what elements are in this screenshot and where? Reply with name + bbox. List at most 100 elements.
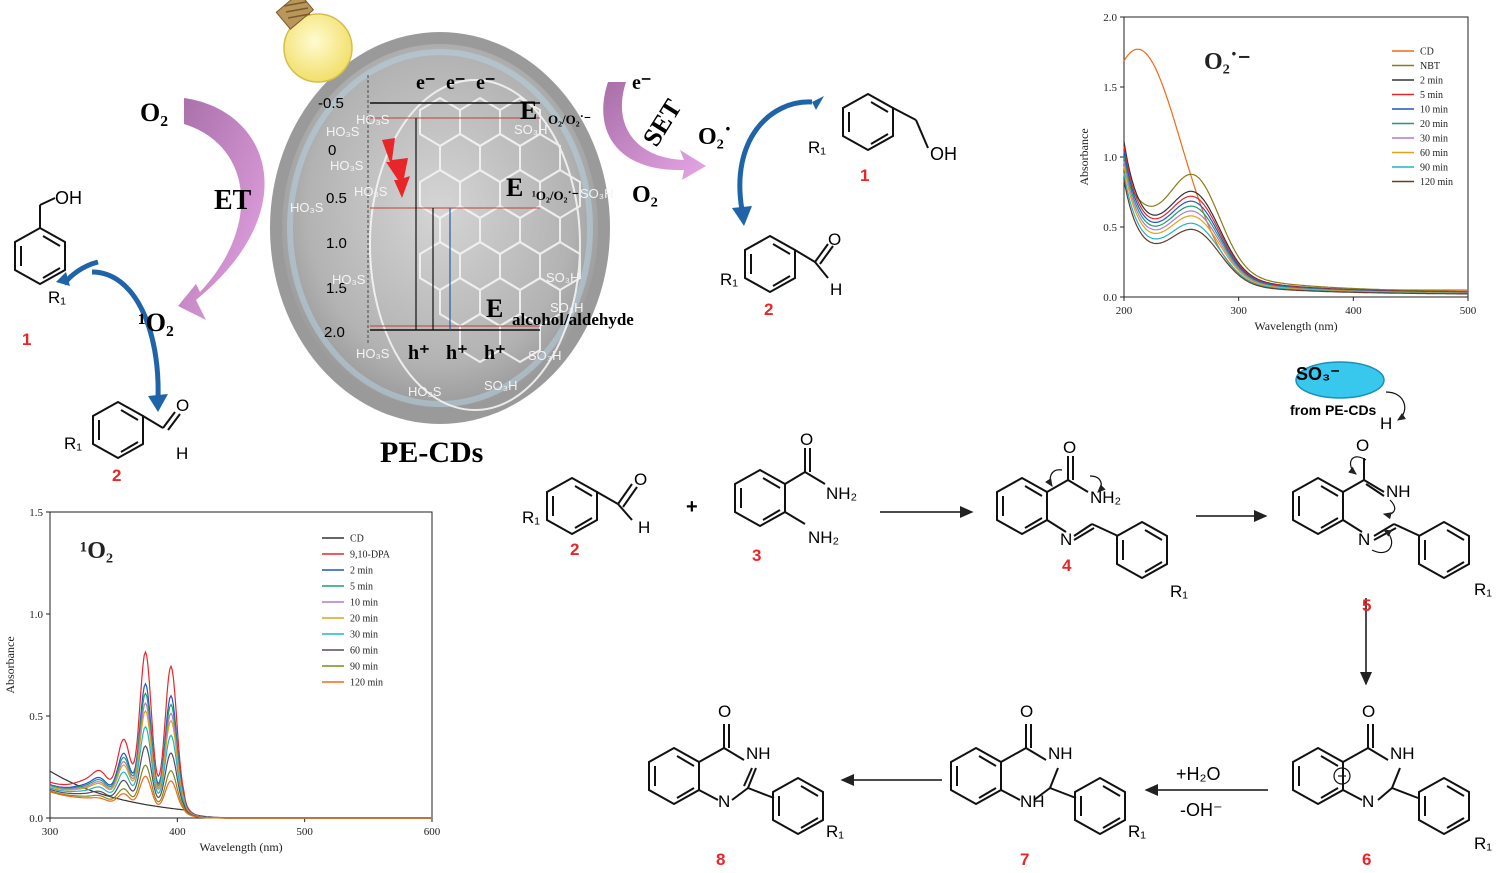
- r1-label: R₁: [48, 288, 67, 307]
- r1-label: R₁: [522, 508, 541, 527]
- surface-group: HO₃S: [330, 158, 364, 173]
- r1-label: R₁: [1128, 822, 1147, 841]
- electron-2: e⁻: [446, 72, 466, 94]
- right-blue-arrow: [732, 96, 824, 226]
- o2-left-label: O₂: [140, 98, 169, 127]
- electron-label: e⁻: [632, 72, 652, 94]
- o-label: O: [176, 396, 190, 415]
- et-arrow: [178, 98, 265, 320]
- sulfonate-badge: [1295, 361, 1385, 399]
- scale-tick: 0: [328, 142, 337, 159]
- compound-number: 2: [764, 300, 774, 319]
- nh-label: NH: [1020, 792, 1045, 811]
- compound-number: 2: [112, 466, 122, 485]
- x-axis-label: Wavelength (nm): [199, 840, 282, 854]
- compound-number: 4: [1062, 556, 1072, 575]
- surface-group: HO₃S: [290, 200, 324, 215]
- h-label: H: [830, 280, 843, 299]
- o2-right-label: O₂: [632, 182, 658, 208]
- o-label: O: [1020, 702, 1034, 721]
- et-label: ET: [214, 185, 252, 216]
- legend-label: 120 min: [1420, 177, 1453, 188]
- y-tick-label: 1.5: [29, 507, 43, 519]
- y-tick-label: 0.5: [1103, 222, 1117, 234]
- r1-label: R₁: [1474, 834, 1493, 853]
- nh-label: NH: [746, 744, 771, 763]
- compound-8-scheme: [648, 724, 824, 836]
- compound-number: 1: [22, 330, 32, 349]
- water-label: +H₂O: [1176, 764, 1221, 784]
- legend-label: 5 min: [1420, 90, 1443, 101]
- o-label: O: [1362, 702, 1376, 721]
- o-label: O: [1063, 438, 1077, 457]
- lightning-icon: [382, 138, 410, 198]
- scale-tick: 1.0: [326, 235, 347, 252]
- nh-label: NH: [1048, 744, 1073, 763]
- legend-label: 10 min: [1420, 105, 1448, 116]
- nh-label: NH: [1390, 744, 1415, 763]
- n-label: N: [718, 792, 731, 811]
- legend-label: 90 min: [350, 662, 378, 673]
- o-label: O: [828, 230, 842, 249]
- nh-label: NH: [1386, 482, 1411, 501]
- y-axis-label: Absorbance: [3, 636, 17, 693]
- o-label: O: [800, 430, 814, 449]
- set-arrow: [603, 82, 706, 180]
- surface-group: SO₃H: [514, 122, 548, 137]
- x-tick-label: 300: [1230, 305, 1247, 317]
- y-axis-label: Absorbance: [1077, 128, 1091, 185]
- legend-label: CD: [350, 534, 364, 545]
- compound-3-scheme: [734, 448, 826, 528]
- y-tick-label: 0.0: [1103, 292, 1117, 304]
- chart-title: ¹O₂: [80, 538, 113, 564]
- h-label: H: [638, 518, 651, 537]
- plus-sign: +: [686, 496, 698, 518]
- x-tick-label: 200: [1116, 305, 1133, 317]
- surface-group: SO₃H: [546, 270, 580, 285]
- series-line: [49, 775, 432, 819]
- n-label: N: [1358, 530, 1371, 549]
- electron-1: e⁻: [416, 72, 436, 94]
- legend-label: 2 min: [1420, 76, 1443, 87]
- o-label: O: [634, 470, 648, 489]
- nh2-label: NH₂: [826, 484, 858, 503]
- surface-group: HO₃S: [354, 184, 388, 199]
- sulfonate-label: SO₃⁻: [1296, 364, 1340, 384]
- legend-label: NBT: [1420, 61, 1440, 72]
- surface-group: SO₃H: [580, 186, 614, 201]
- legend-label: 2 min: [350, 566, 373, 577]
- compound-number: 1: [860, 166, 870, 185]
- x-tick-label: 600: [424, 826, 441, 838]
- legend-label: 30 min: [350, 630, 378, 641]
- surface-group: SO₃H: [484, 378, 518, 393]
- compound-7-scheme: [950, 724, 1126, 836]
- surface-group: HO₃S: [356, 346, 390, 361]
- surface-group: HO₃S: [332, 272, 366, 287]
- series-line: [1123, 172, 1468, 292]
- compound-number: 8: [716, 850, 726, 869]
- catalyst-label: PE-CDs: [380, 436, 484, 469]
- nh2-label: NH₂: [1090, 488, 1122, 507]
- legend-label: CD: [1420, 47, 1434, 58]
- o-label: O: [718, 702, 732, 721]
- r1-label: R₁: [1170, 582, 1189, 601]
- y-tick-label: 0.5: [29, 711, 43, 723]
- x-tick-label: 400: [1345, 305, 1362, 317]
- legend-label: 60 min: [1420, 148, 1448, 159]
- r1-label: R₁: [720, 270, 739, 289]
- compound-number: 2: [570, 540, 580, 559]
- y-tick-label: 1.5: [1103, 82, 1117, 94]
- y-tick-label: 1.0: [29, 609, 43, 621]
- carbon-dot: [270, 32, 610, 424]
- legend-label: 60 min: [350, 646, 378, 657]
- superoxide-label: O₂˙: [698, 124, 732, 150]
- potential-e: E: [520, 96, 538, 125]
- potential-sub: ¹O₂/O₂˙⁻: [532, 188, 579, 203]
- x-tick-label: 500: [1460, 305, 1477, 317]
- x-axis-label: Wavelength (nm): [1254, 319, 1337, 333]
- fullerene-cage: [369, 79, 581, 411]
- y-tick-label: 1.0: [1103, 152, 1117, 164]
- compound-2-right: [744, 234, 834, 294]
- oh-label: OH: [930, 144, 957, 164]
